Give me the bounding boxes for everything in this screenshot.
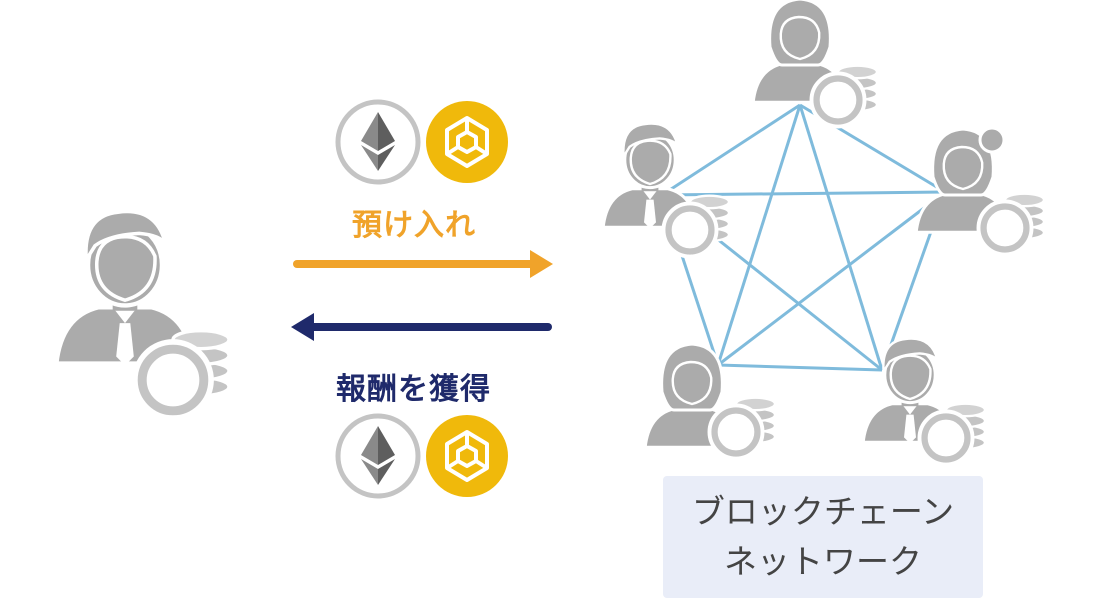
network-line [798,104,884,371]
arrow-left-icon [291,313,552,341]
network-node-person-icon [914,126,1046,257]
ethereum-coin-icon [338,416,418,496]
network-box-line-2: ネットワーク [724,542,922,581]
network-node-person-icon [601,122,731,259]
deposit-label: 預け入れ [352,208,476,243]
network-line [716,104,802,366]
person-with-coins-icon [56,212,229,419]
arrow-right-icon [293,250,553,278]
network-node-person-icon [861,337,987,467]
network-node-person-icon [643,342,777,461]
ethereum-coin-icon [338,102,418,182]
network-box-line-1: ブロックチェーン [691,492,955,531]
network-node-person-icon [751,0,879,129]
bnb-coin-icon [424,413,510,499]
network-line [661,103,801,197]
blockchain-network-box: ブロックチェーン ネットワーク [663,476,983,598]
network-line [717,363,883,372]
network-line [717,190,946,367]
reward-label: 報酬を獲得 [336,372,491,407]
bnb-coin-icon [424,99,510,185]
network-line [661,190,946,197]
